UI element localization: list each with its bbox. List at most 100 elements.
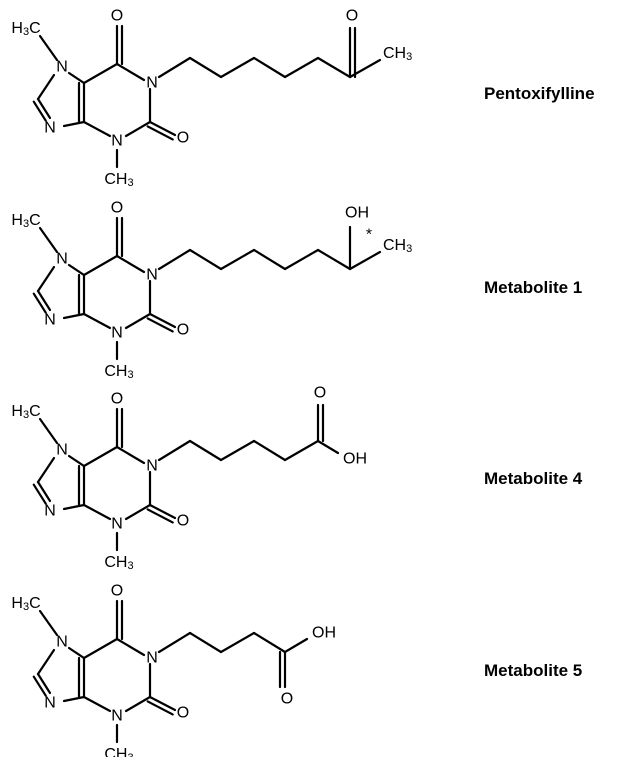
- side-chain-bond: [157, 56, 192, 79]
- n7-methyl-bond: [38, 609, 59, 637]
- acid-oxygen-atom: O: [281, 691, 293, 708]
- bond: [115, 445, 146, 465]
- c2-carbonyl: [146, 125, 174, 141]
- c2-carbonyl: [148, 503, 177, 520]
- side-chain-bond: [252, 56, 287, 79]
- compound-label-pentoxifylline: Pentoxifylline: [484, 84, 595, 103]
- n7-methyl-label: H3C: [11, 20, 40, 39]
- n7-atom: N: [56, 59, 68, 76]
- c2-oxygen-atom: O: [177, 322, 189, 339]
- n9-atom: N: [44, 503, 56, 520]
- side-chain-bond: [252, 631, 287, 654]
- c8-n9-double-bond: [32, 100, 47, 122]
- side-chain-bond: [283, 248, 320, 271]
- side-chain-bond: [316, 56, 352, 79]
- side-chain-bond: [157, 631, 192, 654]
- side-chain-bond: [252, 439, 287, 462]
- acid-hydroxyl-bond: [283, 637, 309, 654]
- bond: [67, 454, 86, 468]
- side-chain-bond: [252, 248, 287, 271]
- bond: [82, 312, 112, 330]
- hydroxyl-label: OH: [345, 205, 369, 222]
- side-chain-bond: [157, 439, 192, 462]
- c8-n9-double-bond: [36, 672, 52, 695]
- n1-atom: N: [146, 267, 158, 284]
- bond: [62, 120, 86, 128]
- side-chain-bond: [283, 56, 320, 79]
- n7-methyl-label: H3C: [11, 595, 40, 614]
- side-chain-bond: [219, 248, 256, 271]
- bond: [124, 503, 152, 521]
- n7-methyl-bond: [38, 417, 59, 445]
- terminal-methyl-label: CH3: [383, 45, 412, 64]
- side-chain-bond: [188, 439, 223, 462]
- n7-atom: N: [56, 251, 68, 268]
- c2-carbonyl: [146, 508, 174, 524]
- compound-label-metabolite-4: Metabolite 4: [484, 469, 583, 488]
- n7-atom: N: [56, 634, 68, 651]
- xanthine-core-4: NNNNOOH3CCH3OHO: [11, 583, 336, 762]
- n1-atom: N: [146, 650, 158, 667]
- bond: [67, 263, 86, 277]
- c2-carbonyl: [148, 312, 177, 329]
- n7-atom: N: [56, 442, 68, 459]
- acid-hydroxyl-label: OH: [343, 451, 367, 468]
- c6-oxygen-atom: O: [111, 8, 123, 25]
- bond: [36, 456, 56, 484]
- bond: [67, 71, 86, 85]
- n7-methyl-bond: [38, 34, 59, 62]
- n3-atom: N: [111, 708, 123, 725]
- c8-n9-double-bond: [32, 483, 47, 505]
- n3-atom: N: [111, 325, 123, 342]
- side-chain-bond: [157, 248, 192, 271]
- side-chain-bond: [283, 439, 320, 462]
- c6-oxygen-atom: O: [111, 583, 123, 600]
- acid-hydroxyl-label: OH: [312, 625, 336, 642]
- bond: [62, 695, 86, 703]
- terminal-methyl-bond: [348, 58, 382, 79]
- compound-label-metabolite-5: Metabolite 5: [484, 661, 583, 680]
- acid-hydroxyl-bond: [316, 439, 340, 455]
- c2-oxygen-atom: O: [177, 130, 189, 147]
- bond: [36, 648, 56, 676]
- n7-methyl-label: H3C: [11, 212, 40, 231]
- side-chain-bond: [219, 439, 256, 462]
- n7-methyl-label: H3C: [11, 403, 40, 422]
- bond: [67, 646, 86, 660]
- ketone-oxygen-atom: O: [346, 8, 358, 25]
- bond: [115, 62, 146, 82]
- n3-methyl-label: CH3: [104, 746, 133, 758]
- n3-methyl-label: CH3: [104, 363, 133, 382]
- c8-n9-double-bond: [32, 675, 47, 697]
- c8-n9-double-bond: [36, 480, 52, 503]
- c6-oxygen-atom: O: [111, 200, 123, 217]
- bond: [82, 695, 112, 713]
- n7-methyl-bond: [38, 226, 59, 254]
- terminal-methyl-label: CH3: [383, 237, 412, 256]
- bond: [124, 695, 152, 713]
- bond: [124, 120, 152, 138]
- n1-atom: N: [146, 75, 158, 92]
- side-chain-bond: [316, 248, 352, 271]
- bond: [36, 265, 56, 293]
- acid-oxygen-atom: O: [314, 385, 326, 402]
- chiral-center-mark: *: [366, 227, 372, 244]
- bond: [82, 120, 112, 138]
- bond: [82, 254, 119, 277]
- c8-n9-double-bond: [36, 289, 52, 312]
- bond: [115, 254, 146, 274]
- compound-label-metabolite-1: Metabolite 1: [484, 278, 583, 297]
- side-chain-bond: [188, 248, 223, 271]
- n3-methyl-label: CH3: [104, 554, 133, 573]
- n3-methyl-label: CH3: [104, 171, 133, 190]
- bond: [62, 312, 86, 320]
- bond: [82, 637, 119, 660]
- bond: [62, 503, 86, 511]
- c2-carbonyl: [148, 695, 177, 712]
- bond: [36, 73, 56, 101]
